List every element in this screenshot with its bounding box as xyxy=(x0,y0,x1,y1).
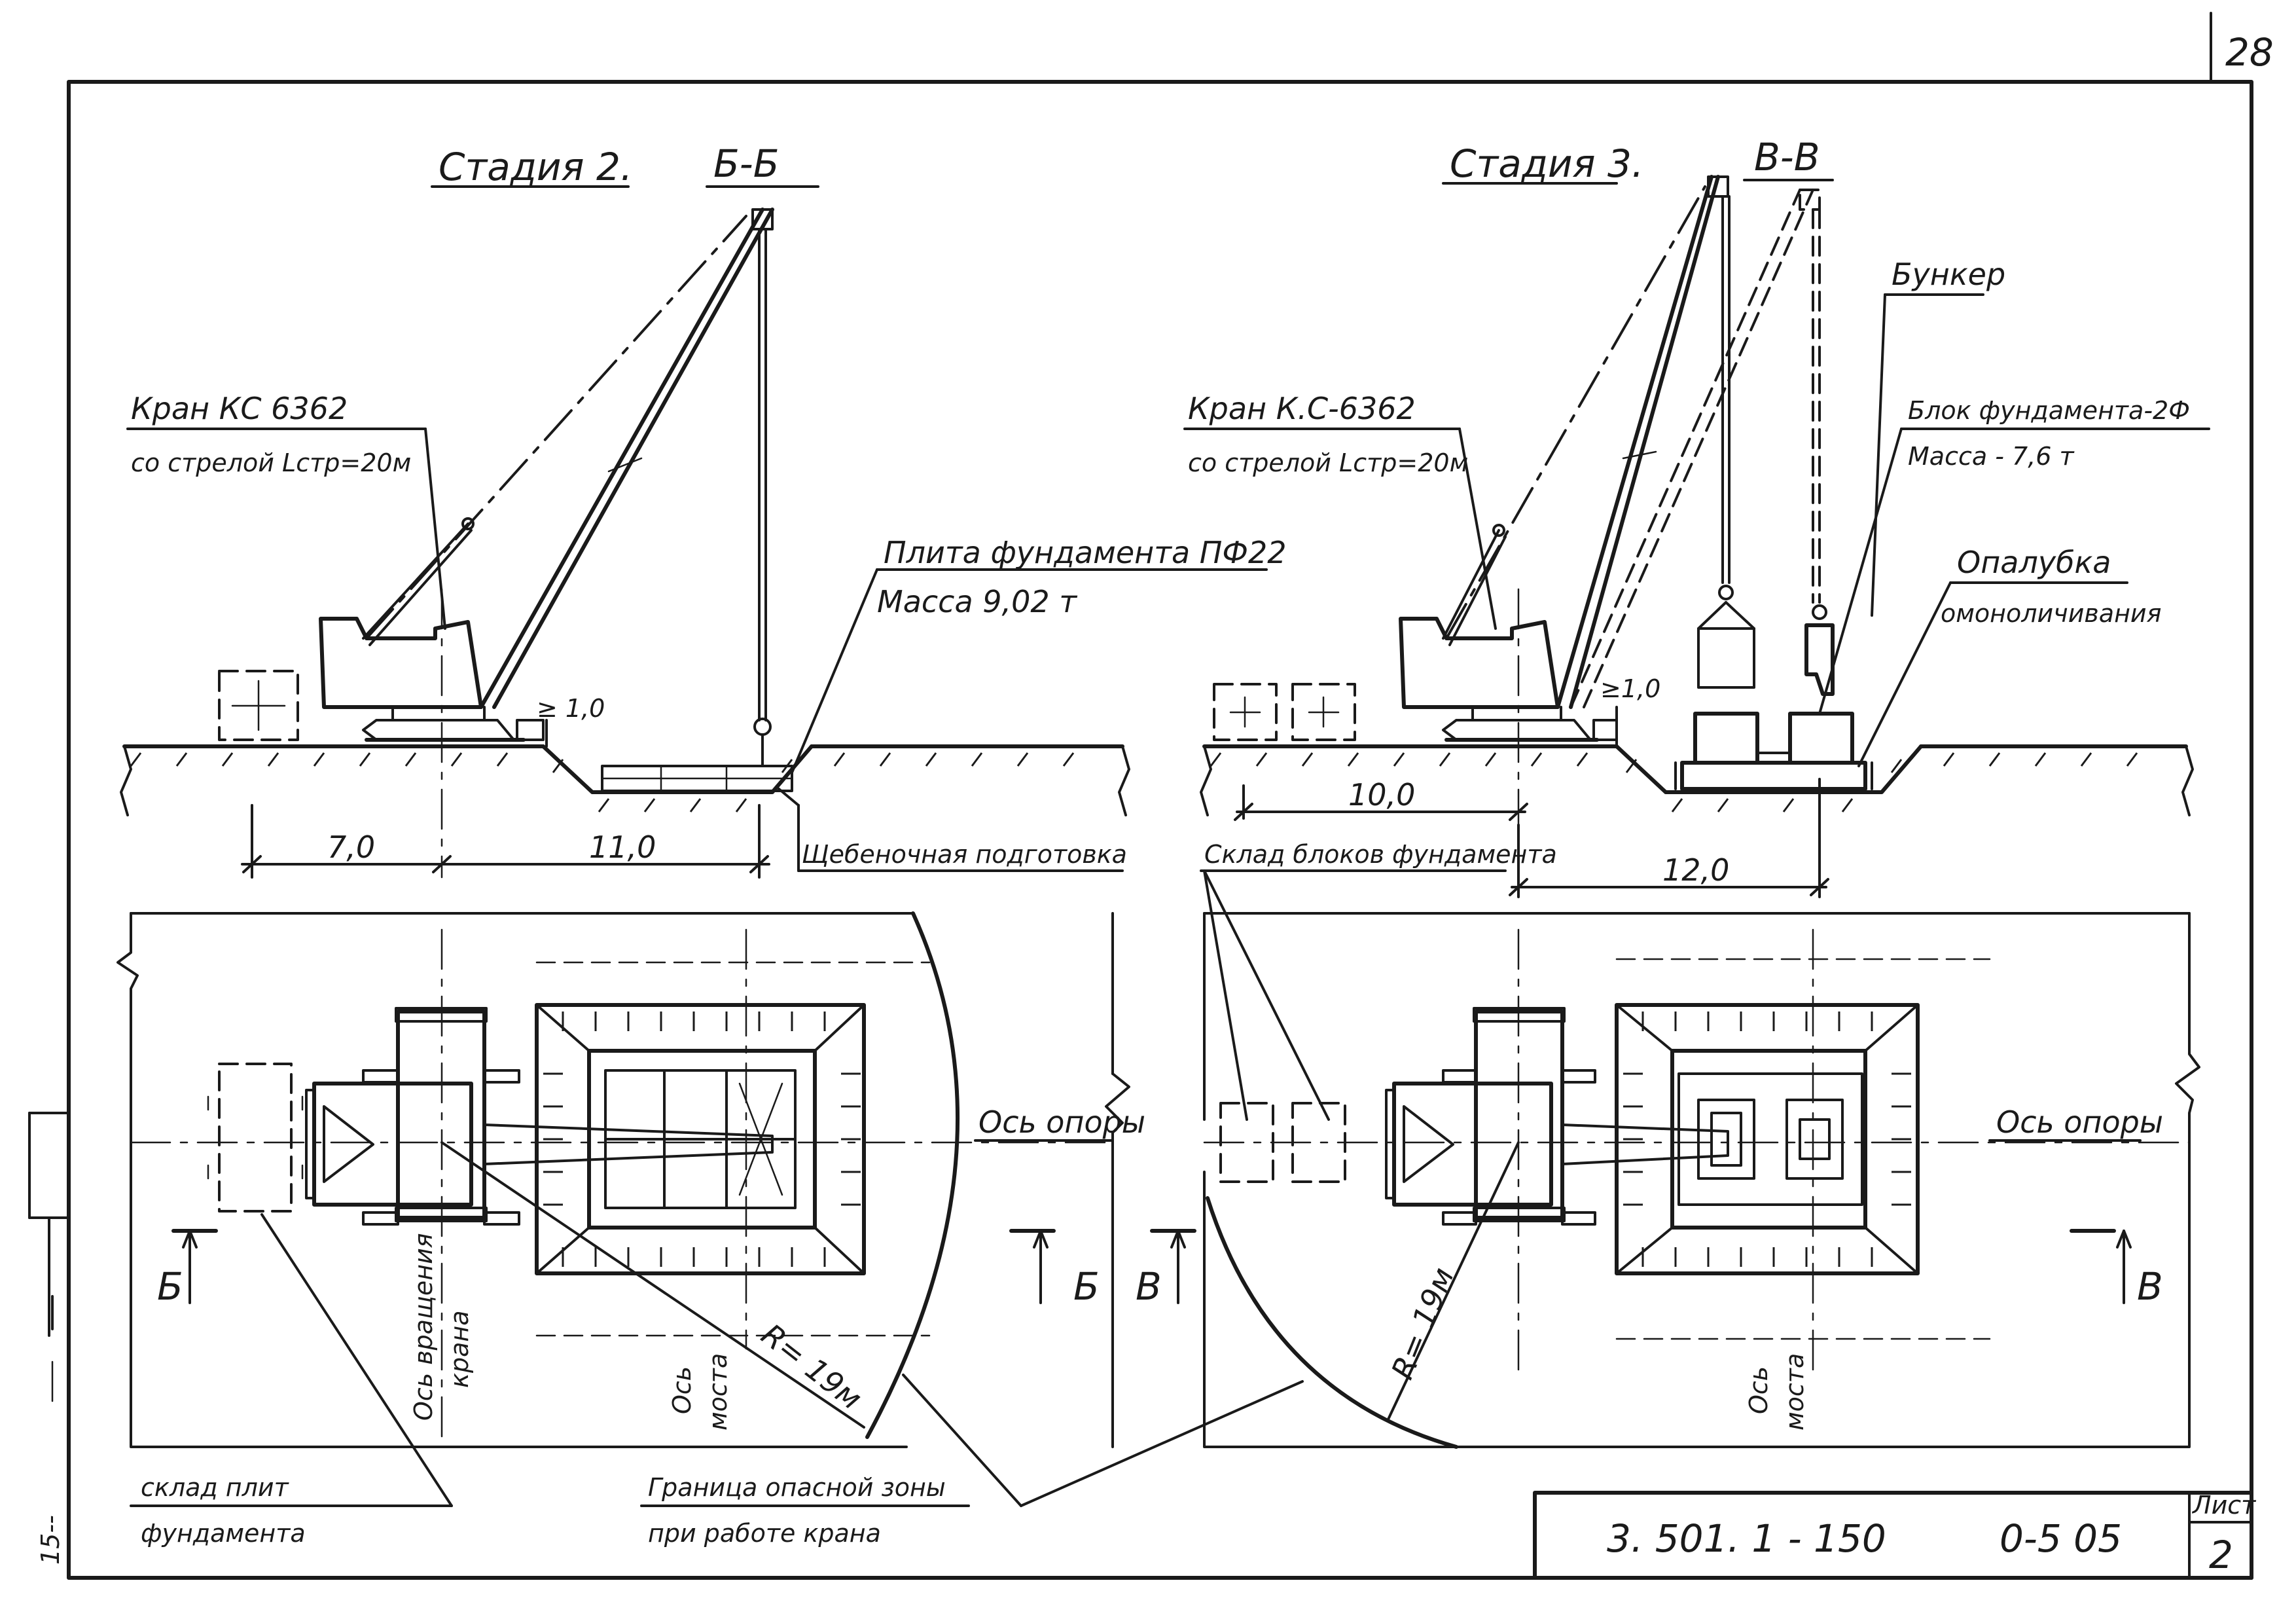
stage2-section-label: Б-Б xyxy=(713,141,780,186)
hopper-label: Бункер xyxy=(1892,257,2005,292)
stage2-dim-right: 11,0 xyxy=(589,830,656,865)
stage3-plan: Ось опоры xyxy=(1136,912,2200,1449)
stage3-clearance: ≥1,0 xyxy=(1600,674,1660,703)
stage2-slab-mass: Масса 9,02 т xyxy=(877,584,1077,619)
cut-mark-left-stage2: Б xyxy=(157,1264,183,1309)
cut-mark-right-stage2: Б xyxy=(1073,1264,1100,1309)
stage2-title: Стадия 2. xyxy=(439,145,632,189)
ground-line-stage3 xyxy=(1200,744,2194,816)
rotation-axis-label-2: крана xyxy=(445,1311,474,1389)
stage3-radius-label: R= 19м xyxy=(1384,1263,1461,1385)
stage2-bridge-axis-label-2: моста xyxy=(704,1353,732,1431)
foundation-slab xyxy=(601,765,793,792)
stored-block-plan-2 xyxy=(1291,1102,1346,1183)
stage2-dimensions: 7,0 11,0 Щебеночная подготовка xyxy=(241,788,1127,879)
title-stamp: 3. 501. 1 - 150 0-5 05 Лист 2 xyxy=(1533,1491,2257,1580)
stage3-section-label: В-В xyxy=(1754,135,1820,179)
formwork-label-2: омоноличивания xyxy=(1941,599,2161,628)
pit-plan-stage3 xyxy=(1615,1003,1920,1275)
cut-mark-left-stage3: В xyxy=(1136,1264,1162,1309)
stored-slab-icon xyxy=(218,670,299,741)
gravel-bed-label: Щебеночная подготовка xyxy=(802,840,1127,869)
stage2-bridge-axis-label: Ось xyxy=(668,1366,696,1414)
stage3-dimensions: 10,0 12,0 xyxy=(1234,777,1829,898)
danger-zone-arc xyxy=(865,911,960,1439)
stage3-cut-marks: В В xyxy=(1136,1229,2163,1309)
stage3-title: Стадия 3. xyxy=(1450,141,1643,186)
crane-kc6362-stage2 xyxy=(319,208,774,879)
ground-line xyxy=(120,744,1130,816)
stage2-plan: Ось опоры xyxy=(117,911,1304,1548)
stage3-crane-boom-label: со стрелой Lстр=20м xyxy=(1188,448,1468,477)
stored-block-1 xyxy=(1213,683,1278,741)
stage3-dim-bottom: 12,0 xyxy=(1662,852,1729,888)
stage3-crane-label: Кран К.С-6362 xyxy=(1188,391,1416,426)
stage2-support-axis-label: Ось опоры xyxy=(978,1104,1145,1140)
left-margin-mark: 15-- xyxy=(36,1515,65,1565)
slab-storage-label-2: фундамента xyxy=(141,1519,306,1548)
crane-plan-stage3 xyxy=(1385,1007,1729,1226)
foundation-blocks-stage3 xyxy=(1674,585,1873,791)
stored-block-2 xyxy=(1291,683,1356,741)
block-label: Блок фундамента-2Ф xyxy=(1908,396,2190,425)
crane-kc6362-stage3 xyxy=(1399,175,1821,872)
danger-zone-label-2: при работе крана xyxy=(648,1519,881,1548)
stage2-crane-boom-label: со стрелой Lстр=20м xyxy=(131,448,411,477)
stage2-cut-marks: Б Б xyxy=(157,1229,1100,1309)
danger-zone-arc-stage3 xyxy=(1206,1196,1458,1449)
stage3-bridge-axis-label-2: моста xyxy=(1780,1353,1809,1431)
crane-plan-stage2 xyxy=(305,1007,774,1226)
page-number: 28 xyxy=(2225,30,2274,75)
stamp-code: 3. 501. 1 - 150 xyxy=(1607,1516,1886,1561)
stamp-sub-code: 0-5 05 xyxy=(2000,1516,2122,1561)
frame: 28 15-- xyxy=(28,12,2274,1580)
rotation-axis-label: Ось вращения xyxy=(409,1233,438,1421)
block-storage-label: Склад блоков фундамента xyxy=(1204,840,1557,869)
stage2-slab-label: Плита фундамента ПФ22 xyxy=(884,535,1287,570)
danger-zone-label: Граница опасной зоны xyxy=(648,1473,946,1502)
stage3-section: Стадия 3. В-В xyxy=(1183,135,2210,1121)
stage3-dim-left: 10,0 xyxy=(1348,777,1415,812)
slab-storage-label: склад плит xyxy=(141,1473,290,1502)
stage2-crane-label: Кран КС 6362 xyxy=(131,391,348,426)
stage3-support-axis-label: Ось опоры xyxy=(1996,1104,2163,1140)
stamp-sheet-label: Лист xyxy=(2191,1491,2257,1520)
stage2-clearance: ≥ 1,0 xyxy=(537,694,605,723)
stage2-section: Стадия 2. Б-Б xyxy=(120,141,1287,879)
block-mass: Масса - 7,6 т xyxy=(1908,442,2075,471)
cut-mark-right-stage3: В xyxy=(2137,1264,2163,1309)
stored-block-plan-1 xyxy=(1219,1102,1274,1183)
formwork-label: Опалубка xyxy=(1957,545,2111,580)
stage3-bridge-axis-label: Ось xyxy=(1744,1366,1773,1414)
stamp-sheet-number: 2 xyxy=(2209,1533,2233,1577)
stage2-dim-left: 7,0 xyxy=(327,830,375,865)
storage-slab-plan xyxy=(218,1063,293,1213)
pit-plan-stage2 xyxy=(535,1003,866,1275)
